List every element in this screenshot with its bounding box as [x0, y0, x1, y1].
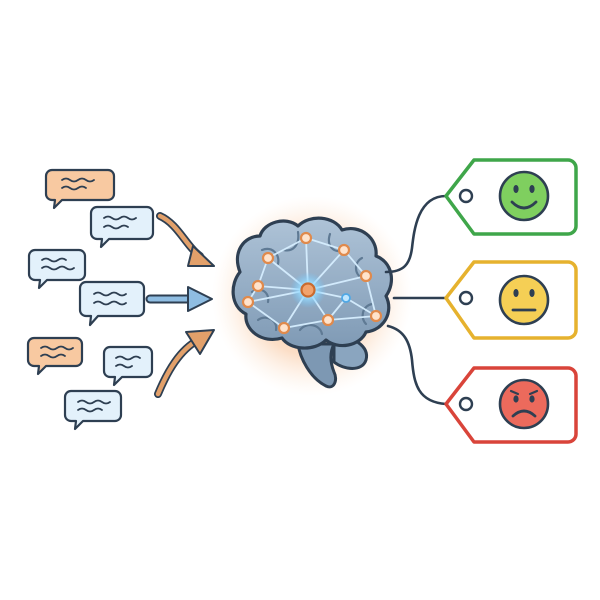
speech-bubble-icon	[44, 168, 116, 210]
arrow-right-icon	[145, 286, 213, 312]
tag-positive	[444, 158, 578, 236]
output-tags	[444, 158, 578, 444]
curved-arrow-icon	[156, 212, 215, 267]
input-messages	[26, 168, 155, 431]
smiley-face-icon	[498, 170, 550, 222]
speech-bubble-icon	[89, 205, 155, 249]
tag-negative	[444, 366, 578, 444]
speech-bubble-icon	[63, 389, 123, 431]
speech-bubble-icon	[27, 248, 87, 290]
neutral-face-icon	[498, 274, 550, 326]
sad-face-icon	[498, 378, 550, 430]
brain-neural-network-icon	[212, 196, 412, 396]
tag-neutral	[444, 260, 578, 340]
speech-bubble-icon	[78, 280, 146, 327]
input-arrows	[145, 212, 215, 398]
speech-bubble-icon	[102, 345, 154, 387]
speech-bubble-icon	[26, 336, 84, 376]
curved-arrow-icon	[154, 329, 215, 398]
